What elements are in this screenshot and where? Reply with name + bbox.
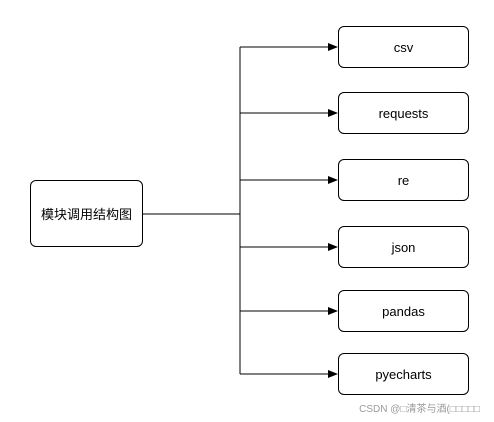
node-label: json [391, 239, 416, 255]
root-node-label: 模块调用结构图 [40, 207, 132, 222]
root-node: 模块调用结构图 [30, 180, 143, 247]
node-pyecharts: pyecharts [338, 353, 469, 395]
node-label: pyecharts [375, 366, 432, 382]
node-re: re [338, 159, 469, 201]
node-label: csv [393, 39, 414, 55]
node-pandas: pandas [338, 290, 469, 332]
node-label: requests [378, 105, 429, 121]
node-json: json [338, 226, 469, 268]
node-requests: requests [338, 92, 469, 134]
node-label: re [397, 172, 410, 188]
node-csv: csv [338, 26, 469, 68]
watermark-text: CSDN @□清茶与酒(□□□□□ [359, 404, 480, 415]
node-label: pandas [382, 303, 425, 319]
